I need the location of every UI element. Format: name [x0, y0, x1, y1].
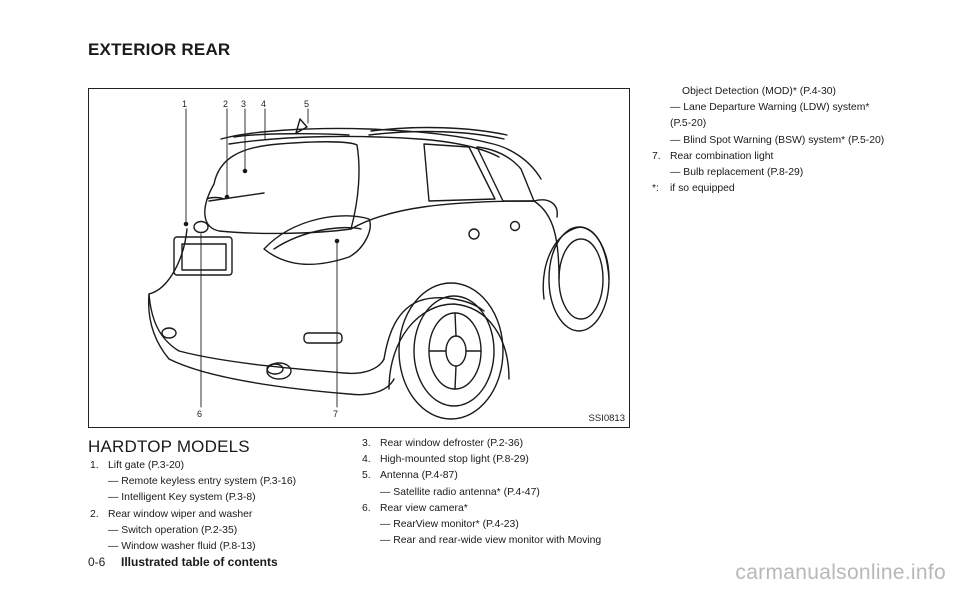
list-subitem: — Satellite radio antenna* (P.4-47)	[380, 486, 540, 498]
callout-3: 3	[241, 99, 247, 109]
car-drawing	[147, 108, 610, 420]
callout-7: 7	[333, 409, 339, 419]
list-subitem: — RearView monitor* (P.4-23)	[380, 519, 519, 531]
list-item: 3.Rear window defroster (P.2-36)	[362, 438, 524, 449]
list-item: 5.Antenna (P.4-87)	[362, 470, 458, 482]
callout-2: 2	[223, 99, 229, 109]
callout-1: 1	[182, 99, 188, 109]
column-3: Object Detection (MOD)* (P.4-30) — Lane …	[652, 84, 952, 197]
list-item: 2.Rear window wiper and washer	[90, 508, 253, 520]
list-subitem: — Window washer fluid (P.8-13)	[108, 541, 256, 553]
subheading: HARDTOP MODELS	[88, 437, 250, 456]
list-subitem: — Bulb replacement (P.8-29)	[670, 167, 804, 179]
vehicle-rear-illustration: 1 2 3 4 5 6 7 SSI0813	[88, 88, 630, 428]
section-title: EXTERIOR REAR	[88, 40, 231, 59]
list-subitem: — Intelligent Key system (P.3-8)	[108, 492, 256, 504]
column-2: 3.Rear window defroster (P.2-36) 4.High-…	[362, 436, 652, 549]
footer-title: Illustrated table of contents	[121, 555, 278, 569]
list-subitem: — Switch operation (P.2-35)	[108, 524, 238, 536]
figure-code: SSI0813	[588, 413, 625, 424]
column-1: 1.Lift gate (P.3-20) — Remote keyless en…	[90, 458, 360, 555]
list-continuation: Object Detection (MOD)* (P.4-30)	[682, 86, 836, 97]
list-item: 7.Rear combination light	[652, 150, 774, 162]
list-subitem: — Rear and rear-wide view monitor with M…	[380, 535, 602, 547]
list-subitem: — Blind Spot Warning (BSW) system* (P.5-…	[670, 134, 885, 146]
page-number: 0-6	[88, 555, 106, 569]
callout-5: 5	[304, 99, 310, 109]
list-subitem: — Remote keyless entry system (P.3-16)	[108, 476, 297, 488]
callout-4: 4	[261, 99, 267, 109]
callout-6: 6	[197, 409, 203, 419]
list-item: *:if so equipped	[652, 183, 735, 195]
list-continuation: (P.5-20)	[670, 118, 707, 130]
list-item: 1.Lift gate (P.3-20)	[90, 460, 185, 471]
list-subitem: — Lane Departure Warning (LDW) system*	[670, 102, 870, 114]
list-item: 4.High-mounted stop light (P.8-29)	[362, 454, 529, 466]
list-item: 6.Rear view camera*	[362, 502, 468, 514]
watermark: carmanualsonline.info	[735, 561, 946, 584]
